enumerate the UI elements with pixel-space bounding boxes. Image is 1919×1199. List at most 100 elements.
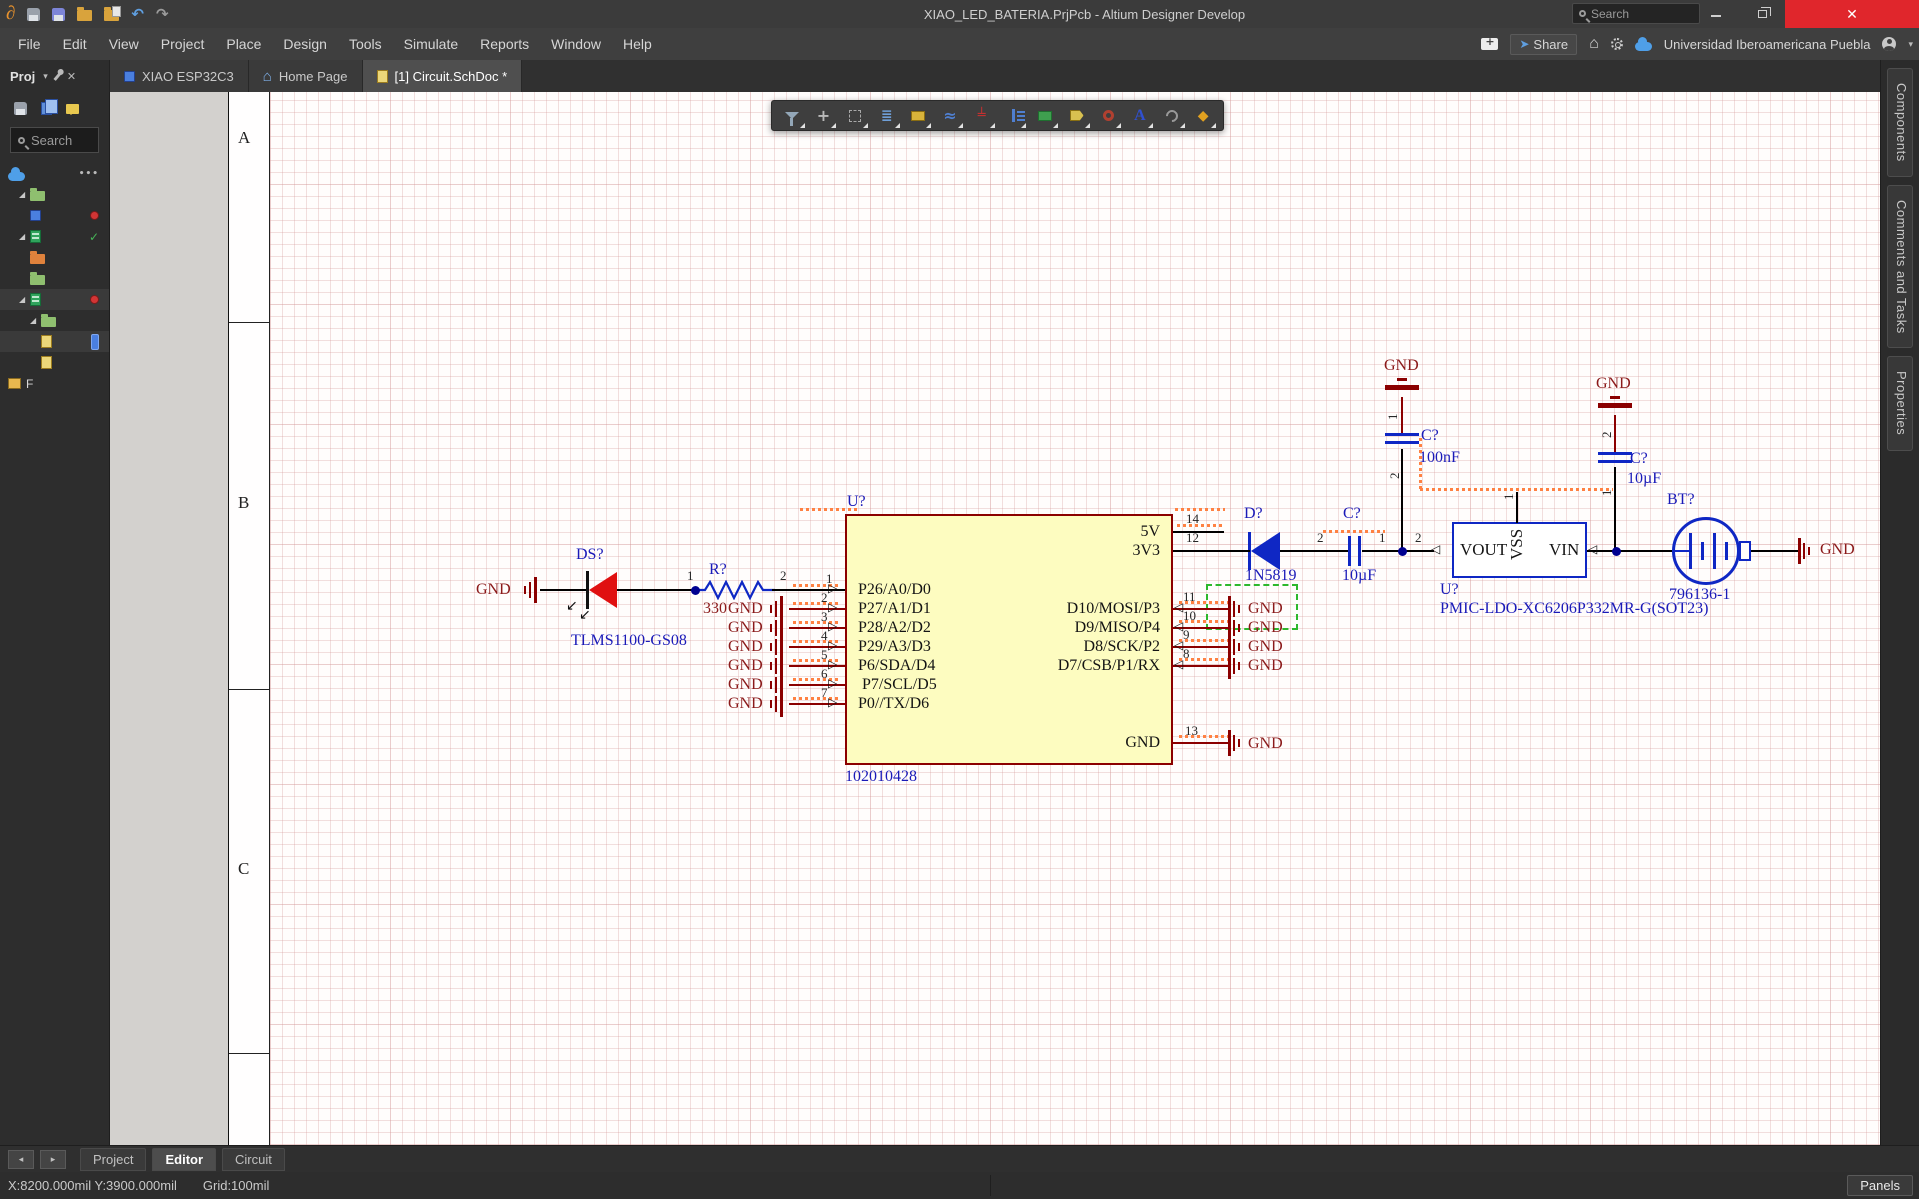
expand-icon[interactable]: ◢ [19, 295, 25, 304]
menu-project[interactable]: Project [151, 32, 215, 56]
bottom-tab-circuit[interactable]: Circuit [222, 1148, 285, 1171]
tab--1-circuit-schdoc-[interactable]: [1] Circuit.SchDoc * [363, 60, 523, 92]
menu-file[interactable]: File [8, 32, 51, 56]
tree-item-schdoc[interactable] [0, 331, 109, 352]
pin-icon[interactable] [53, 72, 61, 81]
projects-search-input[interactable]: Search [10, 127, 99, 153]
menu-bar: FileEditViewProjectPlaceDesignToolsSimul… [0, 28, 1919, 60]
editor-canvas-margin[interactable] [110, 92, 228, 1145]
panel-compare-button[interactable] [41, 102, 52, 115]
panel-close-icon[interactable]: ✕ [67, 70, 76, 83]
tree-item-folder-green[interactable] [0, 268, 109, 289]
expand-icon[interactable]: ◢ [19, 190, 25, 199]
directive-tool[interactable] [1094, 103, 1122, 129]
bottom-tab-bar: ◂ ▸ Project Editor Circuit [0, 1145, 1919, 1172]
expand-icon[interactable]: ◢ [19, 232, 25, 241]
tree-item-docf[interactable]: F [0, 373, 109, 394]
projects-panel-header[interactable]: Proj ▾ ✕ [0, 60, 110, 92]
parameter-tool[interactable]: ◆ [1189, 103, 1217, 129]
open-button[interactable] [77, 10, 92, 21]
panels-button[interactable]: Panels [1847, 1175, 1913, 1196]
parameter-icon: ◆ [1198, 107, 1209, 124]
panel-tab-properties[interactable]: Properties [1887, 356, 1913, 450]
undo-button[interactable]: ↶ [131, 7, 144, 22]
comment-icon[interactable] [1481, 38, 1498, 50]
bottom-tab-project[interactable]: Project [80, 1148, 146, 1171]
harness-tool[interactable] [1063, 103, 1091, 129]
open-document-button[interactable] [104, 10, 119, 21]
tab-label: XIAO ESP32C3 [142, 69, 234, 84]
account-label[interactable]: Universidad Iberoamericana Puebla [1664, 37, 1871, 52]
zone-divider [229, 322, 270, 323]
schdoc-icon [41, 335, 52, 348]
wire-tool[interactable]: ≈ [936, 103, 964, 129]
menu-help[interactable]: Help [613, 32, 662, 56]
cursor-icon: + [817, 106, 830, 125]
global-search-input[interactable]: Search [1572, 3, 1700, 24]
schematic-sheet[interactable] [228, 92, 1880, 1145]
tree-item-folder-orange[interactable] [0, 247, 109, 268]
menu-design[interactable]: Design [273, 32, 337, 56]
panel-tab-comments-and-tasks[interactable]: Comments and Tasks [1887, 185, 1913, 349]
align-tool[interactable]: ≣ [873, 103, 901, 129]
menu-place[interactable]: Place [216, 32, 271, 56]
zone-divider [229, 689, 270, 690]
menu-reports[interactable]: Reports [470, 32, 539, 56]
tree-item-folder-green[interactable]: ◢ [0, 310, 109, 331]
part-tool[interactable] [904, 103, 932, 129]
panel-save-button[interactable] [14, 102, 27, 115]
menu-items: FileEditViewProjectPlaceDesignToolsSimul… [0, 32, 662, 56]
panel-comments-button[interactable] [66, 104, 79, 114]
align-icon: ≣ [881, 108, 893, 124]
bus-tool[interactable] [999, 103, 1027, 129]
tab-home-page[interactable]: ⌂Home Page [249, 60, 363, 92]
sheet-zone-column [229, 92, 270, 1145]
share-button[interactable]: ➤ Share [1510, 34, 1577, 55]
expand-icon[interactable]: ◢ [30, 316, 36, 325]
altium-logo-icon: ∂ [6, 3, 15, 25]
share-arrow-icon: ➤ [1519, 37, 1529, 51]
tree-item-schdoc[interactable] [0, 352, 109, 373]
minimize-button[interactable] [1693, 0, 1739, 28]
open-doc-indicator [91, 334, 99, 350]
tree-item-pcbdoc[interactable]: ◢ [0, 289, 109, 310]
menu-tools[interactable]: Tools [339, 32, 392, 56]
panel-dropdown-icon[interactable]: ▾ [43, 71, 48, 82]
user-avatar-icon[interactable] [1882, 37, 1896, 51]
tab-xiao-esp32c3[interactable]: XIAO ESP32C3 [110, 60, 249, 92]
select-tool[interactable] [841, 103, 869, 129]
cursor-tool[interactable]: + [809, 103, 837, 129]
user-chevron-icon[interactable]: ▾ [1908, 39, 1913, 50]
right-panel-strip: ComponentsComments and TasksProperties [1880, 60, 1919, 1172]
cloud-icon [8, 172, 25, 181]
text-tool[interactable]: A [1126, 103, 1154, 129]
save-all-button[interactable] [52, 8, 65, 21]
sheet-tool[interactable] [1031, 103, 1059, 129]
tree-item-cloud[interactable]: ••• [0, 163, 109, 184]
restore-button[interactable] [1739, 0, 1785, 28]
redo-button[interactable]: ↷ [156, 7, 169, 22]
arc-icon [1163, 107, 1180, 124]
filter-tool[interactable] [778, 103, 806, 129]
panel-tab-components[interactable]: Components [1887, 68, 1913, 177]
gear-icon[interactable] [1611, 38, 1623, 50]
home-icon[interactable]: ⌂ [1589, 35, 1599, 53]
menu-edit[interactable]: Edit [53, 32, 97, 56]
tree-item-pcbdoc[interactable]: ◢✓ [0, 226, 109, 247]
folder-orange-icon [30, 254, 45, 264]
zone-divider [229, 1053, 270, 1054]
next-tab-button[interactable]: ▸ [40, 1150, 66, 1169]
close-button[interactable]: ✕ [1785, 0, 1919, 28]
arc-tool[interactable] [1158, 103, 1186, 129]
save-button[interactable] [27, 8, 40, 21]
sheet-grid[interactable] [270, 92, 1880, 1145]
power-tool[interactable]: ╧ [968, 103, 996, 129]
bottom-tab-editor[interactable]: Editor [152, 1148, 216, 1171]
menu-window[interactable]: Window [541, 32, 611, 56]
prev-tab-button[interactable]: ◂ [8, 1150, 34, 1169]
tree-item-chip[interactable] [0, 205, 109, 226]
tree-item-folder-green[interactable]: ◢ [0, 184, 109, 205]
menu-view[interactable]: View [99, 32, 149, 56]
more-options-icon[interactable]: ••• [79, 169, 99, 179]
menu-simulate[interactable]: Simulate [394, 32, 468, 56]
